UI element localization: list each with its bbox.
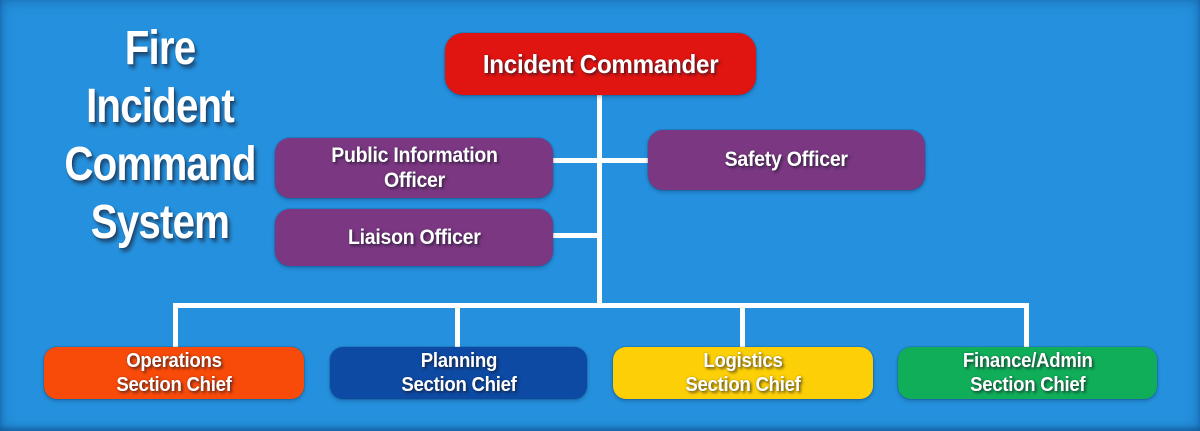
- connector-drop-operations: [173, 303, 178, 349]
- node-logistics-section-chief-label: Logistics Section Chief: [685, 350, 801, 396]
- node-public-information-officer-label: Public Information Officer: [330, 144, 498, 192]
- connector-drop-logistics: [740, 303, 745, 349]
- node-incident-commander-label: Incident Commander: [482, 48, 719, 79]
- page-title: Fire Incident Command System: [64, 22, 256, 249]
- connector-officers-horizontal: [553, 158, 648, 163]
- node-incident-commander: Incident Commander: [445, 33, 756, 95]
- node-safety-officer: Safety Officer: [648, 130, 925, 190]
- node-liaison-officer: Liaison Officer: [275, 209, 553, 266]
- connector-drop-planning: [455, 303, 460, 349]
- connector-liaison-horizontal: [553, 233, 600, 238]
- node-operations-section-chief-label: Operations Section Chief: [116, 350, 232, 396]
- node-safety-officer-label: Safety Officer: [724, 148, 849, 171]
- node-planning-section-chief: Planning Section Chief: [330, 347, 587, 399]
- node-public-information-officer: Public Information Officer: [275, 138, 553, 198]
- connector-commander-vertical: [597, 94, 602, 308]
- node-planning-section-chief-label: Planning Section Chief: [400, 350, 517, 396]
- connector-sections-horizontal: [173, 303, 1029, 308]
- node-operations-section-chief: Operations Section Chief: [44, 347, 304, 399]
- node-finance-admin-section-chief-label: Finance/Admin Section Chief: [962, 350, 1093, 396]
- node-finance-admin-section-chief: Finance/Admin Section Chief: [898, 347, 1157, 399]
- node-liaison-officer-label: Liaison Officer: [347, 225, 481, 249]
- connector-drop-finance: [1024, 303, 1029, 349]
- node-logistics-section-chief: Logistics Section Chief: [613, 347, 873, 399]
